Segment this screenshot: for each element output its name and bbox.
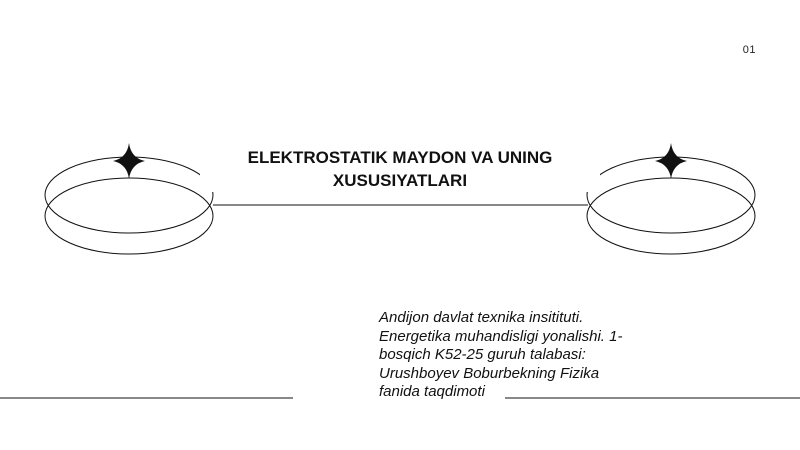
star-sparkle-icon (655, 143, 687, 179)
star-sparkle-icon (113, 143, 145, 179)
slide-subtitle: Andijon davlat texnika insitituti. Energ… (379, 309, 623, 400)
page-number: 01 (742, 44, 756, 56)
slide-title: ELEKTROSTATIK MAYDON VA UNING XUSUSIYATL… (200, 146, 600, 192)
